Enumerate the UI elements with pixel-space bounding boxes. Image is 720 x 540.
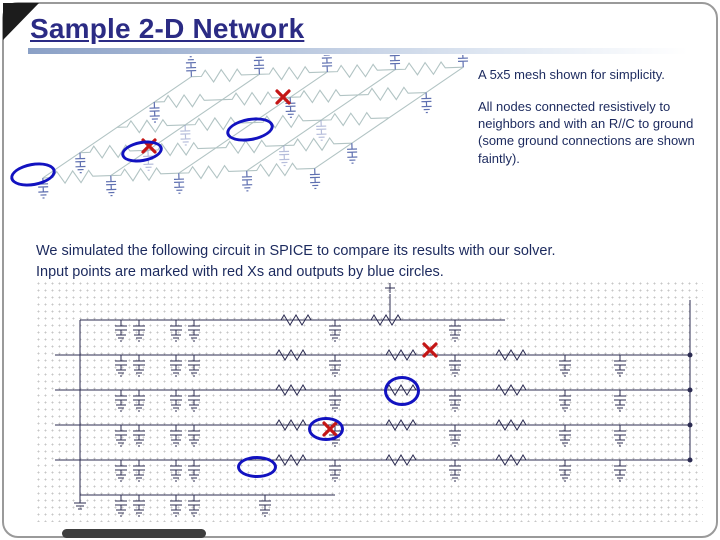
side-notes: A 5x5 mesh shown for simplicity. All nod… xyxy=(478,66,712,167)
spice-schematic-svg xyxy=(55,283,693,517)
footer-bar-decoration xyxy=(62,529,206,538)
schematic-wires xyxy=(55,283,693,517)
side-note-connections: All nodes connected resistively to neigh… xyxy=(478,99,695,166)
body-text: We simulated the following circuit in SP… xyxy=(36,241,696,282)
title-underline-bar xyxy=(28,48,688,54)
mesh-diagram xyxy=(37,55,469,199)
side-note-mesh: A 5x5 mesh shown for simplicity. xyxy=(478,67,665,82)
spice-schematic xyxy=(35,280,703,522)
body-line-2: Input points are marked with red Xs and … xyxy=(36,263,444,280)
body-line-1: We simulated the following circuit in SP… xyxy=(36,243,556,259)
mesh-resistor-grid xyxy=(42,60,465,185)
page-title: Sample 2-D Network xyxy=(30,13,305,44)
mesh-ground-branches xyxy=(37,55,469,199)
